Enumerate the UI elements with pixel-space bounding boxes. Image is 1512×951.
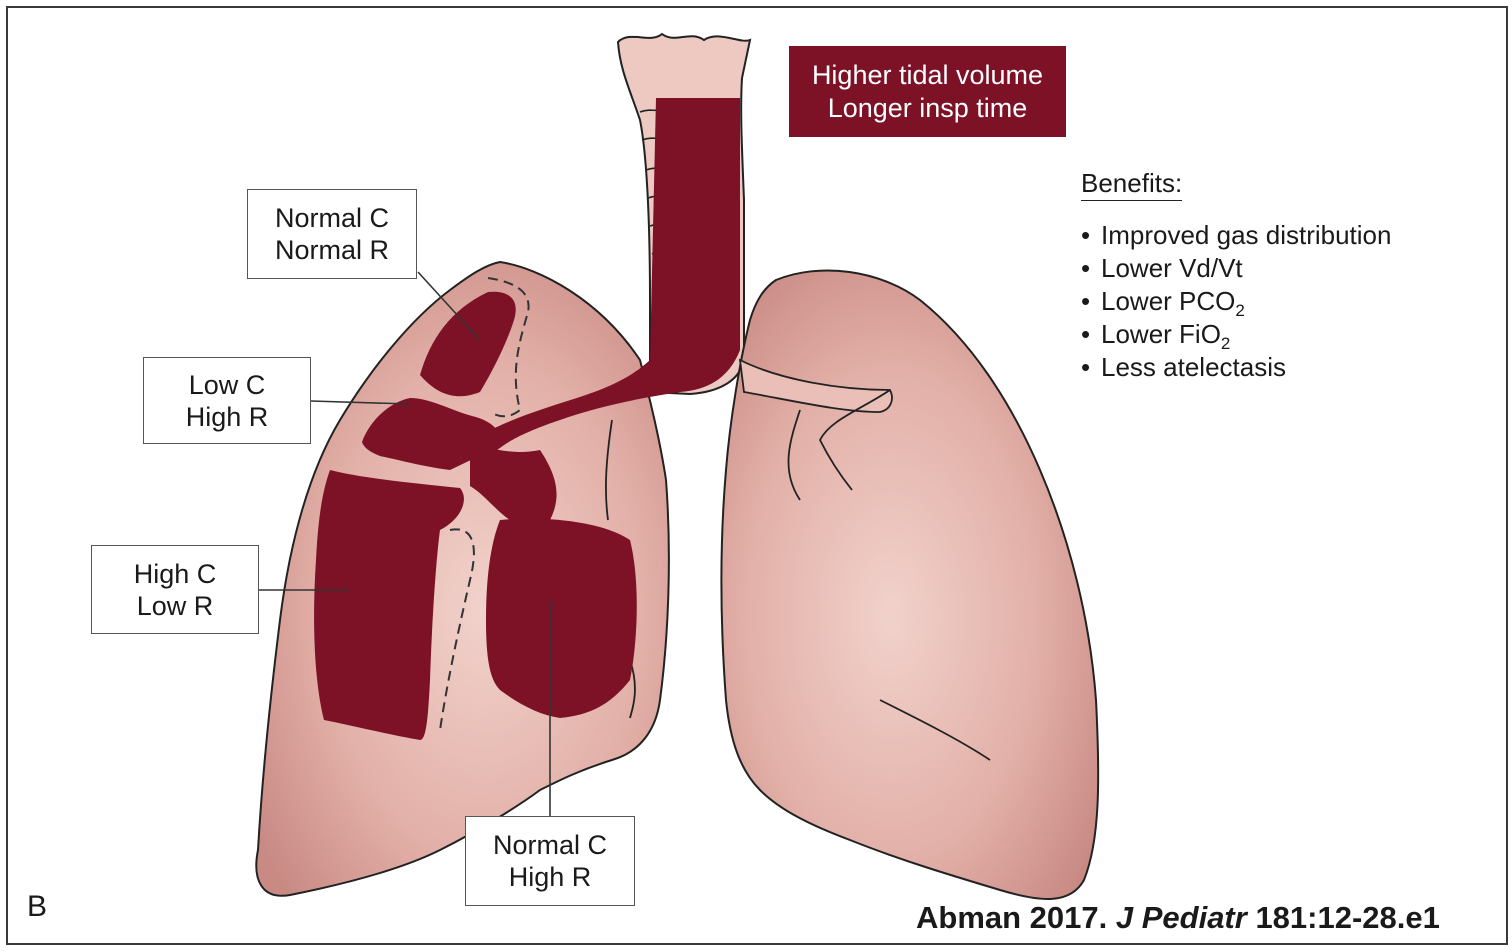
label-line-2: High R [186,401,269,433]
label-line-1: Normal C [275,202,389,234]
citation: Abman 2017. J Pediatr 181:12-28.e1 [916,900,1440,936]
label-line-1: High C [134,558,217,590]
benefits-heading: Benefits: [1081,168,1182,201]
label-lower-medial-region: Normal C High R [465,816,635,906]
label-line-2: High R [509,861,592,893]
callout-line-2: Longer insp time [828,92,1028,125]
panel-letter: B [27,890,47,924]
benefits-list: •Improved gas distribution •Lower Vd/Vt … [1081,219,1501,384]
benefits-panel: Benefits: •Improved gas distribution •Lo… [1081,168,1501,384]
region-lower-medial [486,519,637,718]
label-line-1: Low C [189,369,266,401]
label-lower-lateral-region: High C Low R [91,545,259,634]
citation-journal: J Pediatr [1116,900,1247,935]
citation-prefix: Abman 2017. [916,900,1116,935]
label-middle-region: Low C High R [143,357,311,444]
callout-line-1: Higher tidal volume [812,59,1043,92]
label-line-2: Normal R [275,234,389,266]
benefit-item: •Improved gas distribution [1081,219,1501,252]
benefit-item: •Lower PCO2 [1081,285,1501,318]
citation-suffix: 181:12-28.e1 [1247,900,1440,935]
label-line-1: Normal C [493,829,607,861]
label-upper-region: Normal C Normal R [247,189,417,279]
left-lung [722,270,1099,899]
settings-callout: Higher tidal volume Longer insp time [789,46,1066,137]
benefit-item: •Lower Vd/Vt [1081,252,1501,285]
benefit-item: •Less atelectasis [1081,351,1501,384]
label-line-2: Low R [137,590,214,622]
benefit-item: •Lower FiO2 [1081,318,1501,351]
